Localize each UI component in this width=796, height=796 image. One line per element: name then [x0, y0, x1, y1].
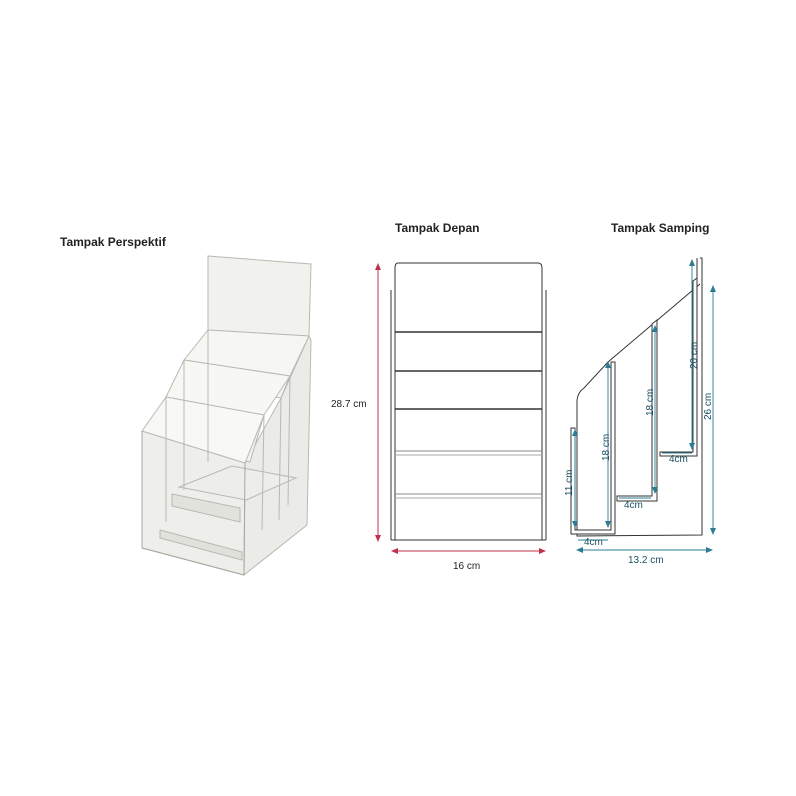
side-height-26-label: 26 cm [703, 393, 714, 420]
front-width-label: 16 cm [453, 561, 480, 572]
front-width-dimension [391, 548, 546, 554]
side-height-20-label: 20 cm [689, 342, 700, 369]
side-height-18-upper-label: 18 cm [645, 389, 656, 416]
side-depth-13-label: 13.2 cm [628, 555, 664, 566]
side-depth-4-top-label: 4cm [669, 454, 688, 465]
front-drawing [390, 262, 547, 541]
side-drawing [570, 257, 703, 537]
front-view-title: Tampak Depan [395, 221, 479, 235]
side-depth-4-bottom-label: 4cm [584, 537, 603, 548]
front-height-dimension [375, 263, 381, 542]
side-view-title: Tampak Samping [611, 221, 709, 235]
side-height-18-lower-label: 18 cm [601, 434, 612, 461]
front-height-label: 28.7 cm [331, 399, 367, 410]
side-dimensions [572, 259, 716, 553]
perspective-drawing [141, 255, 312, 577]
side-height-11-label: 11 cm [564, 470, 575, 497]
perspective-view-title: Tampak Perspektif [60, 235, 167, 249]
side-depth-4-mid-label: 4cm [624, 500, 643, 511]
